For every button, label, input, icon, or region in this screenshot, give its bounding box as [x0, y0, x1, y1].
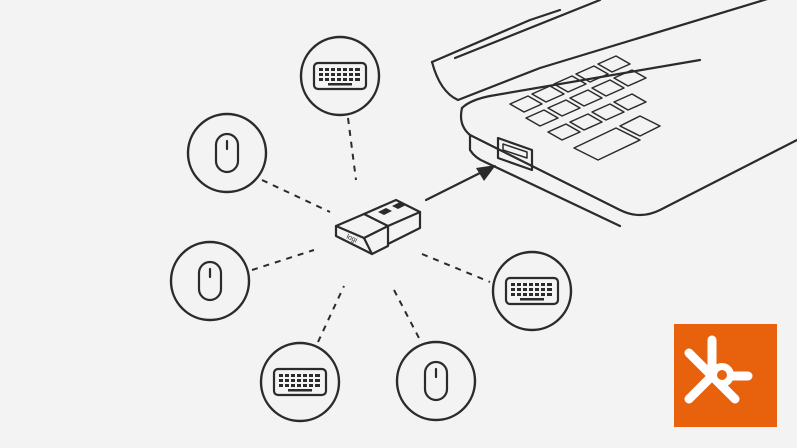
device-mouse-upper-left: [186, 112, 268, 194]
laptop-icon: [430, 0, 797, 228]
device-mouse-lower-left: [169, 240, 251, 322]
receiver-brand-text: logi: [345, 233, 358, 244]
asterisk-logo-icon: [674, 324, 777, 427]
usb-receiver-icon: logi: [334, 198, 422, 256]
usb-port-icon: [496, 136, 534, 172]
device-mouse-bottom: [395, 340, 477, 422]
device-keyboard-top: [299, 35, 381, 117]
device-keyboard-right: [491, 250, 573, 332]
plug-in-arrow: [424, 165, 496, 202]
wireless-connection-lines: [251, 117, 491, 343]
device-keyboard-bottom: [259, 341, 341, 423]
